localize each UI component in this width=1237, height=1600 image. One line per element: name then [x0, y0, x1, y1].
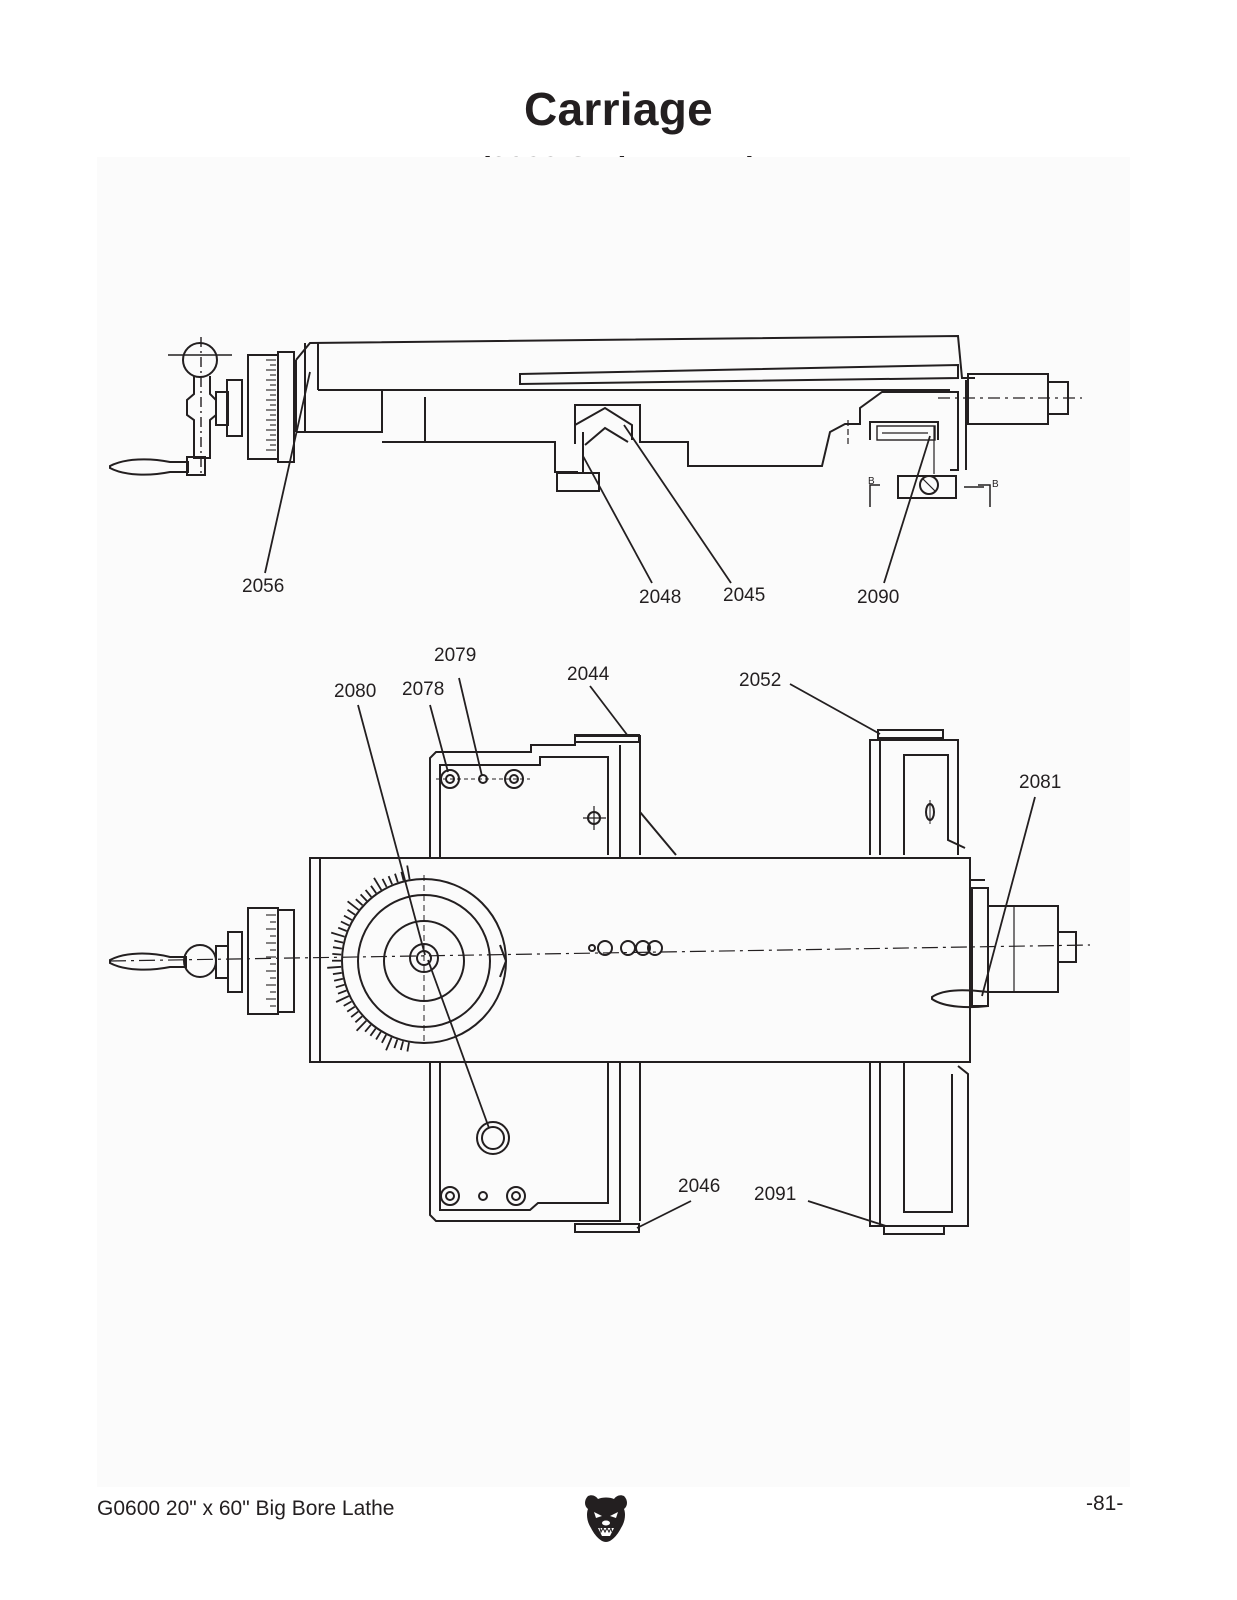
section-markers: B B	[868, 476, 999, 490]
page-title: Carriage	[523, 83, 714, 135]
scan-background	[97, 157, 1130, 1487]
section-marker-right: B	[992, 479, 999, 490]
dial-tick	[381, 1034, 387, 1044]
dovetail-bracket	[574, 406, 633, 440]
dial-tick	[330, 931, 345, 938]
grizzly-bear-logo-icon	[585, 1495, 627, 1542]
callout-2081: 2081	[1019, 772, 1062, 793]
dial-tick	[364, 1024, 372, 1033]
carriage-plan-view	[109, 729, 1091, 1235]
leader-lines-plan	[357, 677, 1036, 1229]
callout-2078: 2078	[402, 679, 445, 700]
dial-tick	[335, 995, 350, 1003]
callout-2046: 2046	[678, 1176, 721, 1197]
section-marker-left: B	[868, 476, 875, 487]
dial-tick	[346, 1005, 356, 1013]
callout-2048: 2048	[639, 587, 682, 608]
dial-tick	[355, 1020, 367, 1032]
dial-tick	[394, 873, 399, 883]
dial-tick	[375, 1031, 382, 1040]
dial-tick	[337, 989, 347, 995]
callout-2044: 2044	[567, 664, 610, 685]
dial-tick	[373, 877, 383, 891]
dial-tick	[334, 939, 344, 944]
callout-2045: 2045	[723, 585, 766, 606]
dial-graduations	[327, 865, 411, 1052]
dial-tick	[347, 900, 360, 911]
dial-tick	[343, 1000, 352, 1007]
callout-2091: 2091	[754, 1184, 797, 1205]
dial-tick	[370, 885, 377, 894]
dial-tick	[355, 898, 364, 906]
clamp-screw	[919, 475, 939, 495]
dial-tick	[400, 871, 405, 881]
adjustment-hole	[476, 1121, 510, 1155]
footer-model-text: G0600 20" x 60" Big Bore Lathe	[97, 1497, 395, 1520]
dial-tick	[359, 893, 368, 902]
callout-2052: 2052	[739, 670, 782, 691]
lock-screw	[931, 989, 989, 1009]
leader-lines-top	[264, 371, 931, 584]
dial-tick	[399, 1041, 404, 1051]
dial-tick	[406, 865, 411, 880]
dial-tick	[332, 971, 342, 975]
saddle-wing-lower-left	[429, 1062, 621, 1222]
dial-tick	[354, 1015, 363, 1023]
dial-ticks	[266, 359, 276, 451]
handwheel-knob	[182, 342, 218, 378]
dial-tick	[327, 965, 342, 969]
dial-tick	[337, 926, 347, 932]
dial-tick	[332, 953, 342, 956]
dial-tick	[364, 889, 372, 898]
dial-tick	[381, 878, 388, 888]
dial-tick	[347, 909, 356, 916]
dial-tick	[406, 1042, 410, 1052]
dial-tick	[340, 920, 350, 927]
gib-strip	[519, 363, 959, 386]
dial-tick	[385, 1037, 393, 1051]
carriage-side-view	[109, 334, 1082, 507]
dial-tick	[343, 914, 353, 921]
dial-tick	[332, 946, 343, 950]
footer-page-number: -81-	[1086, 1492, 1124, 1515]
callout-2079: 2079	[434, 645, 477, 666]
dial-tick	[333, 977, 344, 982]
dial-tick	[387, 875, 393, 885]
dial-tick	[369, 1027, 377, 1037]
saddle-wing-lower-right	[869, 1062, 969, 1227]
callout-2090: 2090	[857, 587, 900, 608]
dial-tick	[350, 1010, 359, 1018]
callout-2056: 2056	[242, 576, 285, 597]
dial-tick	[393, 1039, 399, 1049]
callout-2080: 2080	[334, 681, 377, 702]
dial-tick	[335, 983, 345, 989]
